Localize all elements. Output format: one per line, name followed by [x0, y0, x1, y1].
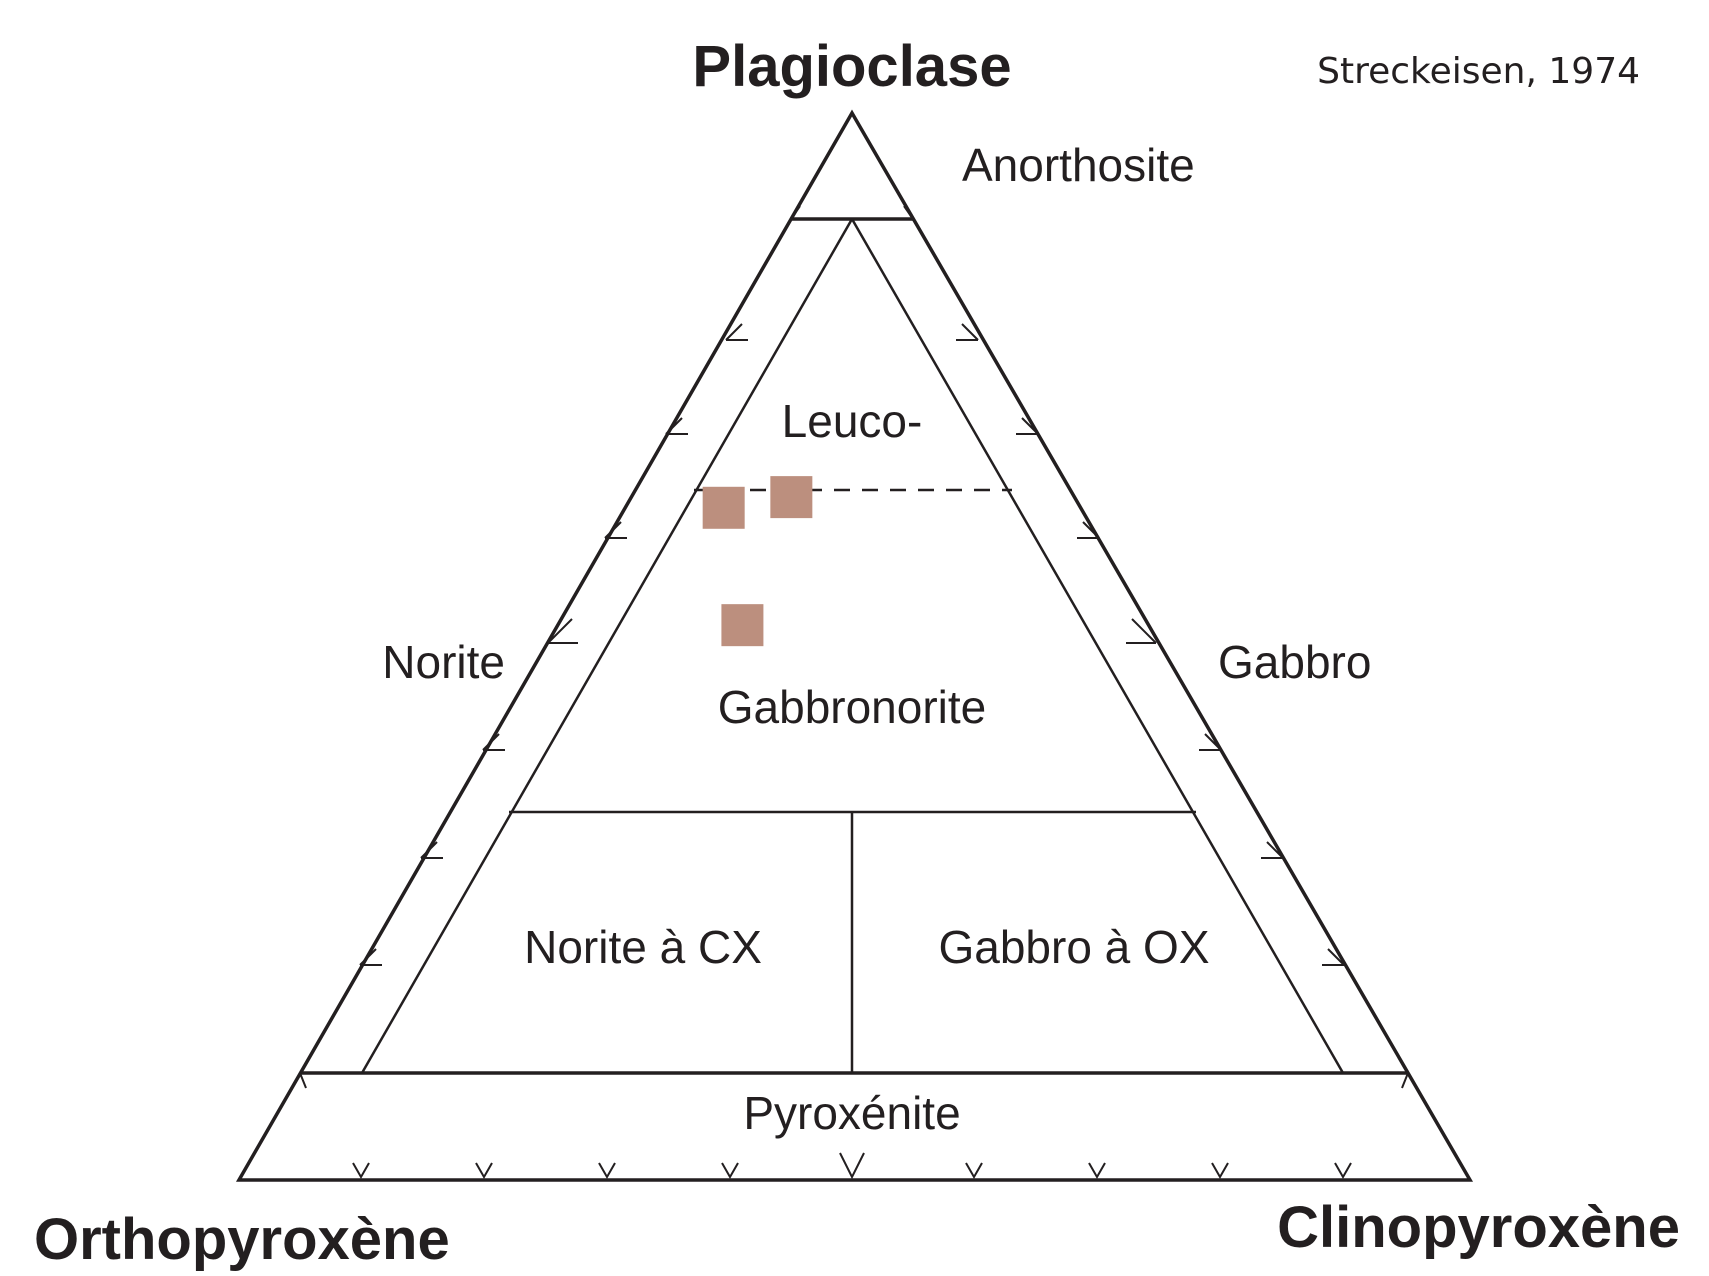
vertex-plagioclase-label: Plagioclase	[692, 34, 1011, 99]
field-anorthosite-label: Anorthosite	[962, 139, 1195, 191]
field-pyroxenite-label: Pyroxénite	[743, 1087, 960, 1139]
outer-triangle	[235, 109, 1474, 1182]
sample-point-sample-1	[702, 486, 745, 529]
sample-points	[702, 476, 813, 647]
field-leuco-label: Leuco-	[782, 395, 923, 447]
field-gabbro-ox-label: Gabbro à OX	[938, 921, 1209, 973]
norite-gabbronorite-boundary	[360, 218, 854, 1074]
field-gabbro-label: Gabbro	[1218, 636, 1371, 688]
reference-label: Streckeisen, 1974	[1317, 51, 1640, 92]
gabbro-gabbronorite-boundary	[850, 218, 1345, 1074]
sample-point-sample-3	[721, 604, 764, 647]
field-norite-cx-label: Norite à CX	[524, 921, 762, 973]
right-ticks	[956, 323, 1345, 966]
field-norite-label: Norite	[382, 636, 505, 688]
base-ticks	[352, 1152, 1352, 1180]
vertex-clinopyroxene-label: Clinopyroxène	[1277, 1195, 1680, 1260]
field-gabbronorite-label: Gabbronorite	[718, 681, 987, 733]
boundary-ticks	[299, 205, 1409, 1089]
left-ticks	[359, 323, 748, 966]
vertex-orthopyroxene-label: Orthopyroxène	[34, 1207, 450, 1272]
sample-point-sample-2	[770, 476, 813, 519]
